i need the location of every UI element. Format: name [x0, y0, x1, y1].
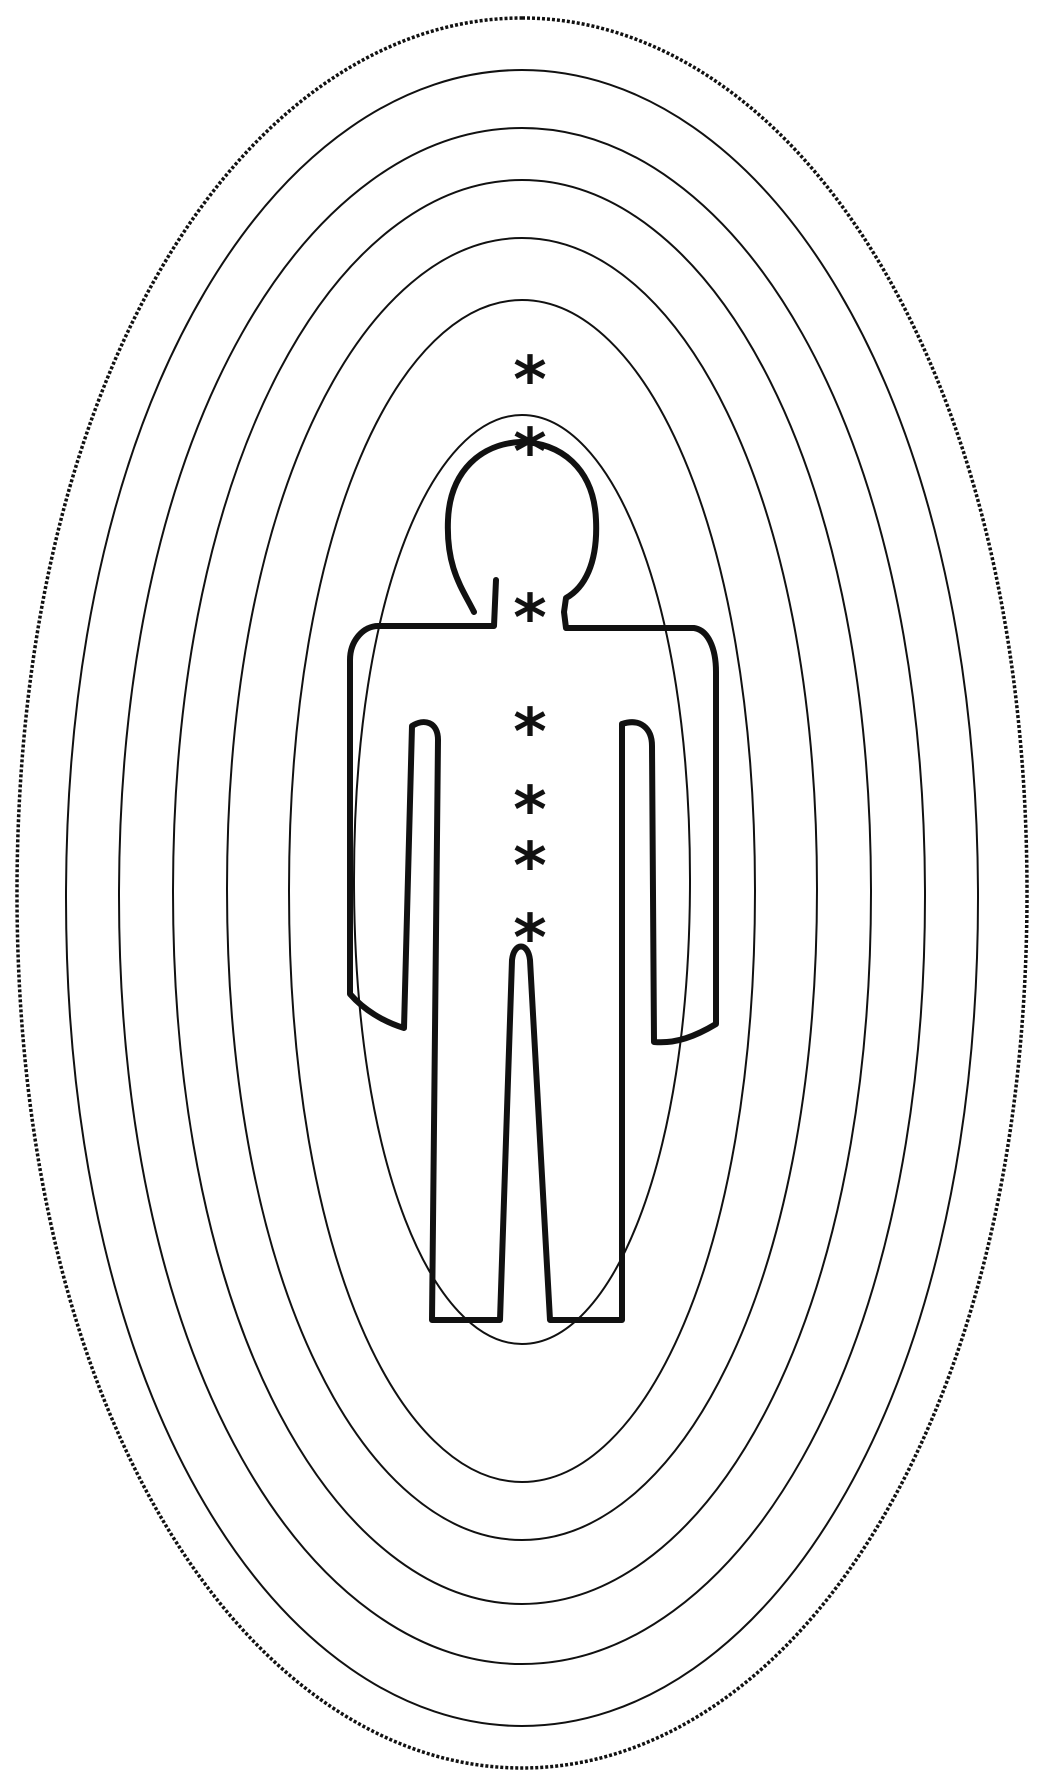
- marker-crown: *: [513, 344, 546, 418]
- marker-heart: *: [513, 696, 546, 770]
- energy-points: *******: [513, 344, 546, 976]
- marker-brow: *: [513, 416, 546, 490]
- marker-sacral: *: [513, 830, 546, 904]
- marker-root: *: [513, 902, 546, 976]
- marker-throat: *: [513, 582, 546, 656]
